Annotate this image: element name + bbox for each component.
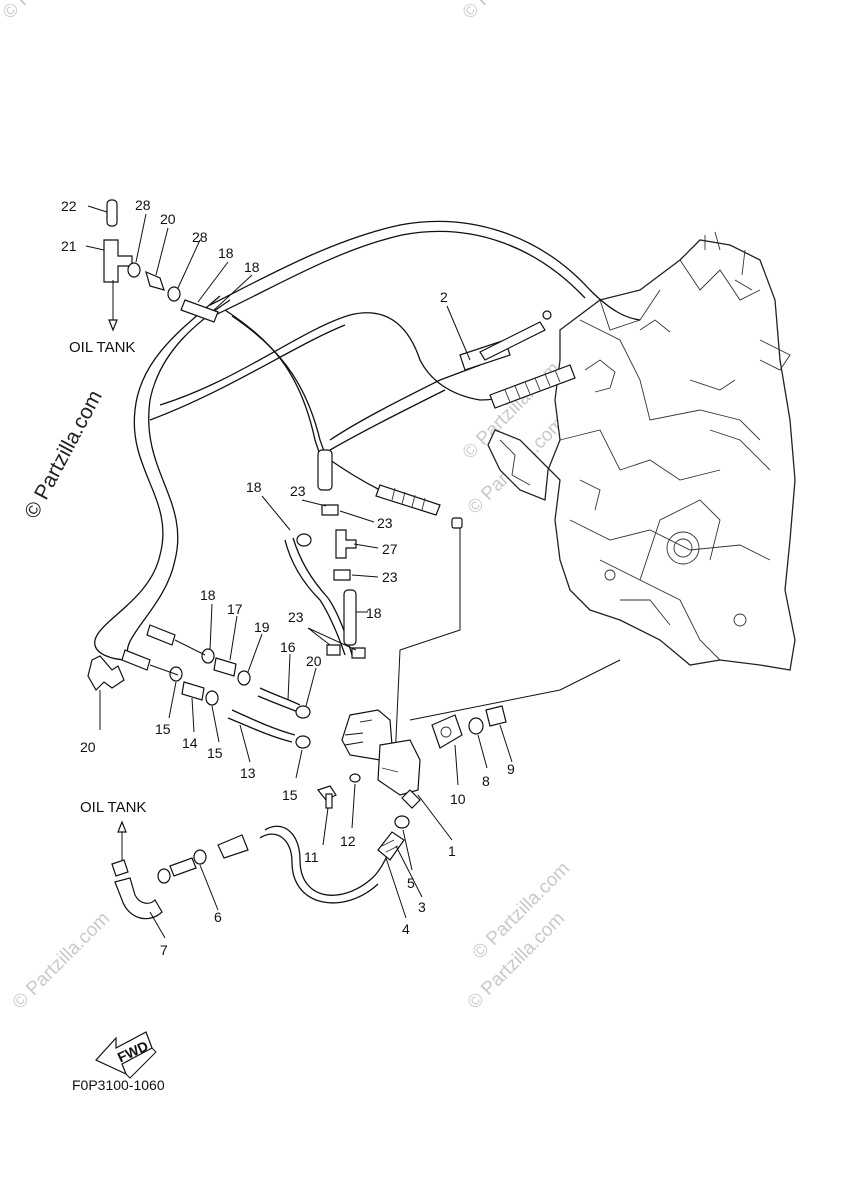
part-label: 18 [366, 605, 382, 621]
part-8-seal [468, 717, 484, 735]
part-28-clip [167, 286, 181, 302]
part-15-clip [295, 735, 311, 749]
part-26-joint [103, 239, 133, 283]
hose-fitting [317, 449, 333, 491]
part-label: 10 [450, 791, 466, 807]
oil-hoses [94, 220, 641, 904]
part-label: 23 [288, 609, 304, 625]
part-label: 20 [306, 653, 322, 669]
figure-code: F0P3100-1060 [72, 1077, 165, 1093]
part-6-valve [169, 857, 197, 877]
side-watermark: © Partzilla.com [20, 387, 107, 523]
part-label: 3 [418, 899, 426, 915]
part-15-clip [205, 690, 219, 706]
part-label: 19 [254, 619, 270, 635]
part-label: 6 [214, 909, 222, 925]
part-label: 23 [377, 515, 393, 531]
part-label: 7 [160, 942, 168, 958]
parts [87, 199, 576, 920]
part-18-clip [201, 648, 215, 664]
watermark-tiles: © Partzilla.com © Partzilla.com © Partzi… [0, 0, 574, 1014]
part-label: 12 [340, 833, 356, 849]
part-label: 16 [280, 639, 296, 655]
part-label: 8 [482, 773, 490, 789]
part-label: 2 [440, 289, 448, 305]
part-24-tee [335, 529, 357, 559]
part-23-clip [326, 644, 341, 656]
part-label: 9 [507, 761, 515, 777]
part-9-gear [485, 705, 507, 727]
part-7-elbow [114, 877, 163, 920]
part-label: 15 [155, 721, 171, 737]
part-28-clip [127, 262, 141, 278]
part-5-clip [394, 815, 410, 829]
forward-direction-arrow: FWD [95, 1031, 157, 1079]
part-18-clip [295, 705, 311, 719]
part-14-valve [181, 681, 205, 701]
part-label: 22 [61, 198, 77, 214]
part-label: 4 [402, 921, 410, 937]
watermark-tile: © Partzilla.com [0, 0, 104, 24]
part-label: 18 [200, 587, 216, 603]
part-number-labels: 22 21 28 20 28 18 18 2 18 23 23 27 23 18… [61, 197, 515, 958]
part-23-clip [351, 647, 366, 659]
part-label: 18 [246, 479, 262, 495]
part-label: 23 [290, 483, 306, 499]
part-label: 5 [407, 875, 415, 891]
hose-fitting [217, 834, 249, 859]
part-label: 20 [160, 211, 176, 227]
part-23-clip [321, 504, 339, 516]
part-3-hose-end [377, 831, 405, 861]
part-label: 17 [227, 601, 243, 617]
part-17-valve [213, 657, 237, 677]
part-27-cap [106, 199, 118, 227]
part-label: 18 [218, 245, 234, 261]
engine-block-illustration [487, 231, 796, 671]
cable-boot [375, 484, 441, 516]
part-18-clip [237, 670, 251, 686]
part-21-hose-end [180, 299, 219, 323]
part-label: 28 [135, 197, 151, 213]
leader-lines [85, 205, 513, 939]
part-23-clip [296, 533, 312, 547]
part-23-clip [333, 569, 351, 581]
part-label: 14 [182, 735, 198, 751]
oil-tank-label: OIL TANK [80, 799, 146, 816]
part-1-oil-pump [377, 739, 421, 796]
part-label: 27 [382, 541, 398, 557]
part-label: 15 [282, 787, 298, 803]
part-label: 1 [448, 843, 456, 859]
watermark-tile: © Partzilla.com [459, 0, 564, 24]
part-19-bracket [87, 655, 125, 691]
cable-spring [489, 364, 576, 409]
part-label: 18 [244, 259, 260, 275]
part-10-gasket [431, 714, 463, 749]
oil-tank-label: OIL TANK [69, 339, 135, 356]
part-label: 15 [207, 745, 223, 761]
part-12-washer [349, 773, 361, 783]
part-label: 20 [80, 739, 96, 755]
part-label: 23 [382, 569, 398, 585]
part-label: 21 [61, 238, 77, 254]
watermark-tile: © Partzilla.com [9, 908, 114, 1013]
part-20-hose [343, 589, 357, 646]
fwd-label: FWD [115, 1038, 151, 1066]
part-label: 28 [192, 229, 208, 245]
part-label: 11 [304, 849, 319, 865]
part-25-connector [145, 270, 165, 291]
part-6-clip [193, 849, 207, 865]
part-label: 13 [240, 765, 256, 781]
